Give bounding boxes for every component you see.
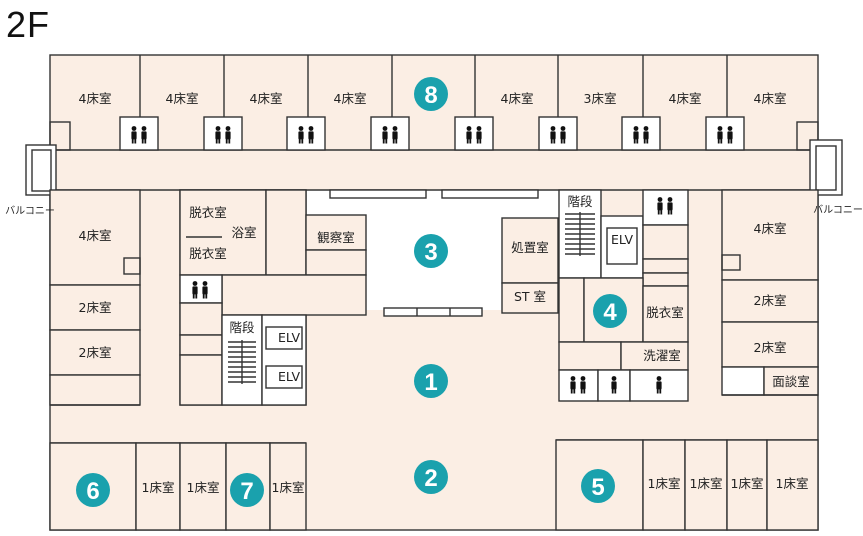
room-label: 1床室 xyxy=(731,476,764,491)
area-marker-1: 1 xyxy=(414,364,448,398)
room-label: 階段 xyxy=(229,320,254,335)
svg-text:8: 8 xyxy=(424,82,437,109)
room-label: 4床室 xyxy=(501,91,534,106)
svg-text:4: 4 xyxy=(603,299,617,326)
room-label: 3床室 xyxy=(584,91,617,106)
svg-text:1: 1 xyxy=(424,369,437,396)
room-label: ELV xyxy=(278,369,300,384)
room-label: 脱衣室 xyxy=(189,205,227,220)
floor-label: 2F xyxy=(6,4,51,45)
room-label: 1床室 xyxy=(776,476,809,491)
room-label: ELV xyxy=(278,330,300,345)
svg-text:6: 6 xyxy=(86,478,99,505)
room-label: 脱衣室 xyxy=(646,305,684,320)
room-label: 脱衣室 xyxy=(189,246,227,261)
room-label: 処置室 xyxy=(511,240,549,255)
room-label: 4床室 xyxy=(754,91,787,106)
svg-text:2: 2 xyxy=(424,465,437,492)
area-marker-2: 2 xyxy=(414,460,448,494)
area-marker-4: 4 xyxy=(593,294,627,328)
room-label: 4床室 xyxy=(79,228,112,243)
room-label: 4床室 xyxy=(669,91,702,106)
room-label: 2床室 xyxy=(754,293,787,308)
svg-text:7: 7 xyxy=(240,478,253,505)
svg-text:5: 5 xyxy=(591,474,604,501)
room-label: ELV xyxy=(611,232,633,247)
room-label: ST 室 xyxy=(514,289,546,304)
area-marker-5: 5 xyxy=(581,469,615,503)
area-marker-8: 8 xyxy=(414,77,448,111)
room-label: 4床室 xyxy=(250,91,283,106)
room-label: 2床室 xyxy=(754,340,787,355)
room-label: 4床室 xyxy=(334,91,367,106)
area-marker-3: 3 xyxy=(414,234,448,268)
svg-text:3: 3 xyxy=(424,239,437,266)
room-label: 2床室 xyxy=(79,345,112,360)
room-label: 1床室 xyxy=(648,476,681,491)
balcony-label: バルコニー xyxy=(5,205,55,217)
balcony-right xyxy=(809,139,843,196)
room-label: 1床室 xyxy=(187,480,220,495)
room-label: 1床室 xyxy=(690,476,723,491)
area-marker-6: 6 xyxy=(76,473,110,507)
room-label: 浴室 xyxy=(231,225,256,240)
room-label: 階段 xyxy=(567,194,592,209)
balcony-label: バルコニー xyxy=(813,204,863,216)
stairs-icon xyxy=(565,212,595,256)
room-label: 1床室 xyxy=(272,480,305,495)
room-label: 4床室 xyxy=(166,91,199,106)
stairs-icon xyxy=(228,340,256,384)
room-label: 1床室 xyxy=(142,480,175,495)
room-label: 4床室 xyxy=(79,91,112,106)
room-label: 観察室 xyxy=(317,230,355,245)
area-marker-7: 7 xyxy=(230,473,264,507)
room-label: 洗濯室 xyxy=(643,348,681,363)
room-label: 4床室 xyxy=(754,221,787,236)
room-label: 2床室 xyxy=(79,300,112,315)
room-label: 面談室 xyxy=(772,374,810,389)
